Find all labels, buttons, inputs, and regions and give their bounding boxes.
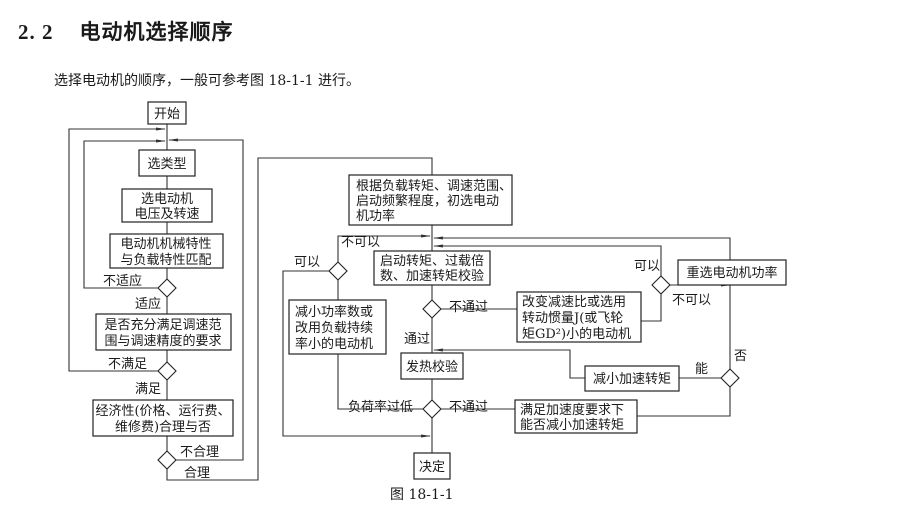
label-pass: 通过 [404,332,430,347]
label-fail-1: 不通过 [449,300,488,315]
label-unsuitable: 不适应 [103,273,142,289]
label-no: 否 [734,349,747,364]
label-fail-2: 不通过 [449,400,488,415]
box-torque-check-text-1: 启动转矩、过载倍 [380,254,484,269]
box-reduce-power-text-1: 减小功率数或 [295,304,373,320]
box-decide-text: 决定 [419,460,445,475]
decision-ratio [651,275,671,295]
box-change-ratio-text-1: 改变减速比或选用 [522,294,626,310]
box-select-type [138,149,196,177]
box-economy [92,399,234,437]
box-match-text-1: 电动机机械特性 [120,237,211,252]
box-change-ratio-text-3: 矩GD²)小的电动机 [522,326,631,342]
box-reselect-power [677,259,787,286]
decision-speed [157,361,177,381]
box-reduce-accel [584,365,680,392]
loop-not-satisfied [68,127,166,372]
box-match [109,233,224,269]
box-prelim-power [348,174,513,226]
decision-suitable [157,278,177,298]
intro-text: 选择电动机的顺序，一般可参考图 18-1-1 进行。 [54,73,360,89]
label-not-satisfied: 不满足 [108,357,147,372]
box-prelim-power-text-2: 启动频繁程度，初选电动 [356,193,499,209]
box-heat-check [400,352,464,380]
box-speed-req-text-2: 围与调速精度的要求 [104,333,221,349]
decision-economy [157,450,177,470]
box-reduce-power-text-2: 改用负载持续 [295,321,373,336]
edge-labels: 不适应 适应 不满足 满足 不合理 合理 不可以 可以 不通过 通过 可以 不可… [103,235,747,481]
box-reduce-accel-text: 减小加速转矩 [593,372,671,387]
section-heading: 2. 2 电动机选择顺序 [18,16,234,46]
box-heat-check-text: 发热校验 [406,359,458,375]
loop-cannot [337,234,431,262]
box-select-motor [121,188,213,223]
box-accel-req [514,399,638,434]
box-accel-req-text-1: 满足加速度要求下 [520,402,624,418]
label-reasonable: 合理 [184,466,210,481]
label-unreasonable: 不合理 [180,445,219,460]
label-cannot: 不可以 [341,235,380,250]
box-economy-text-2: 维修费)合理与否 [115,420,211,435]
box-select-motor-text-1: 选电动机 [141,192,193,207]
connectors [68,124,731,481]
line-ratio-to-dia6 [641,294,662,322]
figure-caption: 图 18-1-1 [390,487,454,503]
box-accel-req-text-2: 能否减小加速转矩 [520,418,624,433]
section-number: 2. 2 [18,20,54,44]
label-load-low: 负荷率过低 [348,399,413,415]
loop-reduce-accel [433,348,585,379]
line-load-low [337,354,423,410]
label-can-right: 可以 [634,259,660,274]
box-torque-check-text-2: 数、加速转矩校验 [380,268,484,284]
box-start-text: 开始 [154,107,180,122]
box-economy-text-1: 经济性(价格、运行费、 [95,403,230,419]
process-boxes: 开始 选类型 选电动机 电压及转速 电动机机械特性 与负载特性匹配 是否充分满足… [92,101,787,480]
box-start [147,101,187,125]
label-satisfied: 满足 [135,382,161,397]
box-reduce-power [288,299,387,355]
box-prelim-power-text-1: 根据负载转矩、调速范围、 [356,179,512,194]
box-decide [413,452,451,480]
box-reduce-power-text-3: 率小的电动机 [295,336,373,352]
label-can-left: 可以 [294,255,320,270]
box-change-ratio [516,291,642,343]
box-torque-check [373,250,491,286]
loop-unsuitable [83,139,166,289]
section-title: 电动机选择顺序 [79,20,234,44]
line-reasonable [166,157,433,481]
decision-accel [720,368,740,388]
decision-diamonds [157,261,740,470]
loop-can-right [433,244,662,276]
box-reselect-power-text: 重选电动机功率 [686,265,777,281]
loop-unreasonable [168,138,244,461]
box-match-text-2: 与负载特性匹配 [120,253,211,268]
label-suitable: 适应 [135,296,161,312]
loop-reselect [433,236,731,260]
label-cannot-right: 不可以 [672,293,711,308]
decision-heat [422,399,442,419]
decision-torque [422,299,442,319]
line-can-to-decide [282,270,431,438]
box-prelim-power-text-3: 机功率 [356,208,395,224]
box-select-motor-text-2: 电压及转速 [134,207,199,222]
box-speed-req-text-1: 是否充分满足调速范 [104,317,221,333]
line-accel-to-dia7 [637,387,731,417]
box-change-ratio-text-2: 转动惯量J(或飞轮 [522,310,623,326]
label-able: 能 [695,362,708,377]
box-speed-req [95,313,232,351]
box-select-type-text: 选类型 [147,157,186,172]
decision-power-left [328,261,348,281]
